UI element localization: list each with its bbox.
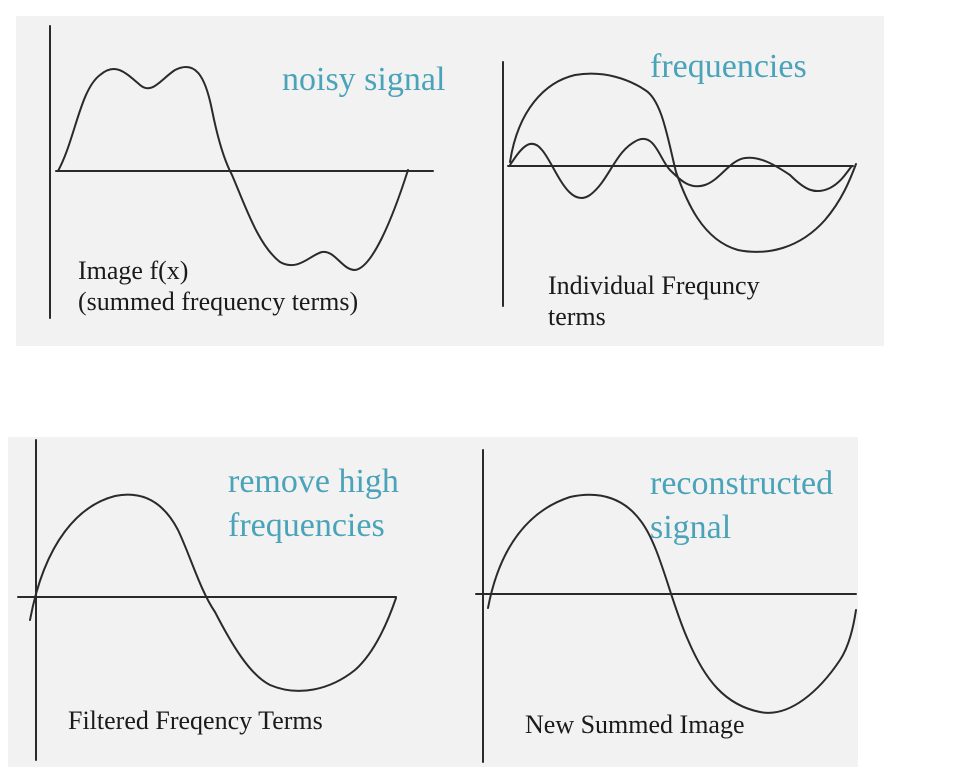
filtered-curve	[29, 493, 397, 692]
image-fx-caption: Image f(x) (summed frequency terms)	[78, 255, 358, 317]
frequencies-annotation: frequencies	[650, 48, 807, 85]
remove-high-line: remove high	[228, 463, 399, 500]
individual-high-freq-curve	[509, 137, 853, 199]
new-summed-caption: New Summed Image	[525, 710, 745, 739]
filtered-caption: Filtered Freqency Terms	[68, 706, 323, 735]
top-scan-panel	[16, 16, 884, 346]
frequencies-line: frequencies	[228, 507, 385, 544]
individual-caption-line2: terms	[548, 302, 606, 331]
individual-low-freq-curve	[509, 72, 857, 253]
reconstructed-signal-annotation: reconstructed signal	[650, 462, 833, 550]
new-summed-curve	[487, 493, 857, 714]
individual-caption-line1: Individual Frequncy	[548, 271, 760, 300]
individual-caption: Individual Frequncy terms	[548, 270, 760, 332]
signal-line: signal	[650, 509, 732, 546]
image-fx-caption-line1: Image f(x)	[78, 256, 189, 285]
image-fx-noisy-curve	[57, 65, 409, 271]
reconstructed-line: reconstructed	[650, 465, 834, 502]
noisy-signal-annotation: noisy signal	[282, 61, 446, 98]
bottom-scan-panel	[8, 437, 858, 767]
remove-high-frequencies-annotation: remove high frequencies	[228, 460, 399, 548]
image-fx-caption-line2: (summed frequency terms)	[78, 287, 359, 316]
